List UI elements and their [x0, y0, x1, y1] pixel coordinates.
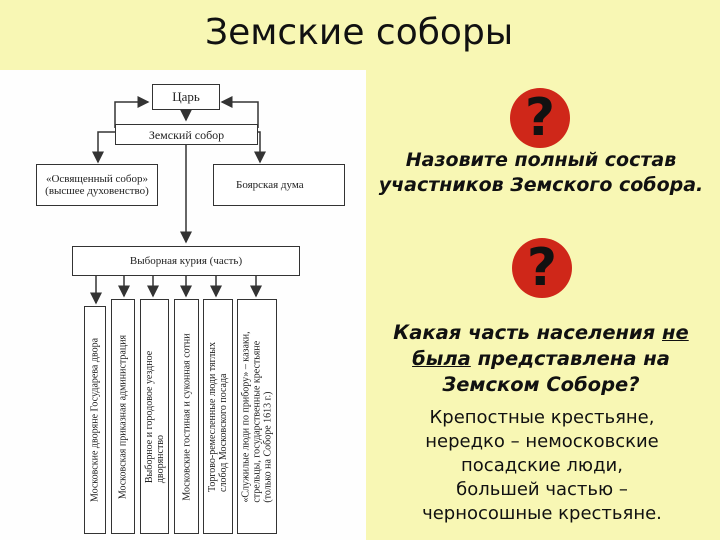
- question-2-underlined: не была: [412, 321, 689, 370]
- boyar-duma-box: Боярская дума: [213, 164, 345, 206]
- group-box-1: Московские дворяне Государева двора: [84, 306, 106, 534]
- tsar-box: Царь: [152, 84, 220, 110]
- question-1: Назовите полный состав участников Земско…: [378, 149, 704, 196]
- group-label-4: Московские гостиная и суконная сотни: [181, 332, 192, 501]
- group-label-3: Выборное и городовое уездное дворянство: [143, 350, 166, 483]
- group-label-2: Московская приказная администрация: [117, 334, 129, 499]
- diagram-connectors: [90, 96, 266, 305]
- group-label-5: Торгово-ремесленные люди тяглых слобод М…: [207, 341, 229, 492]
- question-mark-icon-2: ?: [512, 238, 572, 298]
- question-mark-icon: ?: [510, 88, 570, 148]
- group-label-6: «Служилые люди по прибору» – казаки, стр…: [240, 330, 274, 503]
- clergy-box: «Освященный собор» (высшее духовенство): [36, 164, 158, 206]
- answer-text: Крепостные крестьяне, нередко – немосков…: [422, 407, 662, 524]
- group-box-3: Выборное и городовое уездное дворянство: [140, 299, 169, 534]
- group-box-6: «Служилые люди по прибору» – казаки, стр…: [237, 299, 277, 534]
- question-2-text-after: представлена на Земском Соборе?: [442, 347, 670, 396]
- group-box-4: Московские гостиная и суконная сотни: [174, 299, 199, 534]
- elected-curia-box: Выборная курия (часть): [72, 246, 300, 276]
- question-2: Какая часть населения не была представле…: [372, 320, 710, 398]
- group-box-5: Торгово-ремесленные люди тяглых слобод М…: [203, 299, 233, 534]
- zemsky-sobor-box: Земский собор: [115, 124, 258, 145]
- structure-diagram: Царь Земский собор «Освященный собор» (в…: [0, 70, 366, 540]
- page-title: Земские соборы: [205, 12, 514, 53]
- group-box-2: Московская приказная администрация: [111, 299, 135, 534]
- question-2-text-before: Какая часть населения: [393, 321, 662, 344]
- group-label-1: Московские дворяне Государева двора: [89, 337, 101, 503]
